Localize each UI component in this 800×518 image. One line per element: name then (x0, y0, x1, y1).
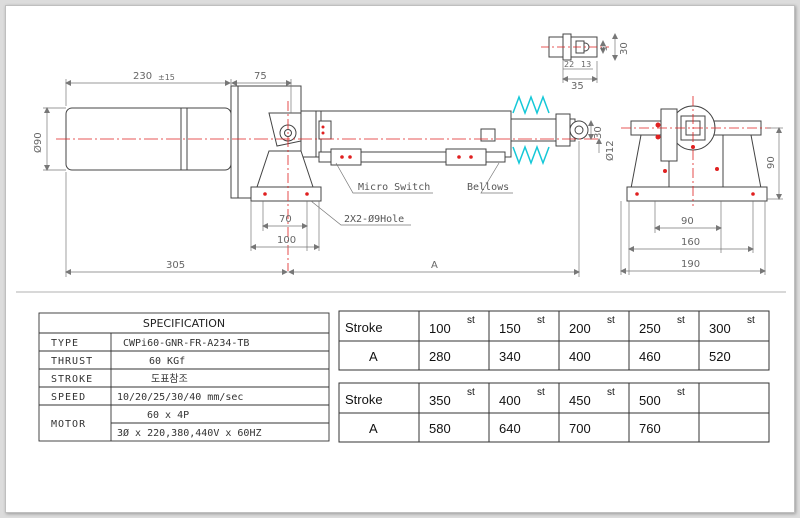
spec-value-motor-1: 60 x 4P (147, 410, 189, 421)
a-value: 280 (429, 349, 451, 364)
side-view (626, 105, 768, 202)
dim-100: 100 (277, 235, 296, 246)
spec-value-stroke: 도표참조 (151, 373, 188, 385)
bellows-front (512, 94, 550, 166)
stroke-table-2-stroke-label: Stroke (345, 392, 383, 407)
dim-diameter-90: Ø90 (32, 132, 44, 153)
a-value: 760 (639, 421, 661, 436)
dim-clevis-5: 5 (600, 46, 609, 51)
technical-drawing: 230 ±15 75 Ø90 70 100 305 A 30 Ø12 Micro… (16, 33, 786, 443)
stroke-unit: st (537, 315, 545, 326)
stroke-value: 350 (429, 393, 451, 408)
micro-switch-block-1 (330, 148, 362, 166)
stroke-value: 450 (569, 393, 591, 408)
a-value: 520 (709, 349, 731, 364)
dim-side-90-width: 90 (681, 216, 694, 227)
callout-micro-switch: Micro Switch (358, 182, 430, 193)
dim-rod-dia12: Ø12 (604, 140, 616, 161)
stroke-value: 500 (639, 393, 661, 408)
front-dimensions (43, 79, 602, 277)
a-value: 640 (499, 421, 521, 436)
stroke-value: 300 (709, 321, 731, 336)
specification-table (38, 312, 330, 442)
callout-leaders (310, 162, 513, 226)
side-dimensions (620, 127, 783, 275)
dim-clevis-22: 22 (564, 60, 574, 69)
a-value: 400 (569, 349, 591, 364)
stroke-unit: st (677, 387, 685, 398)
stroke-unit: st (467, 315, 475, 326)
clevis-dimensions (562, 33, 618, 83)
micro-switch-block-2 (445, 148, 487, 166)
a-value: 460 (639, 349, 661, 364)
dim-230: 230 (133, 71, 152, 82)
stroke-value: 150 (499, 321, 521, 336)
dim-side-160: 160 (681, 237, 700, 248)
callout-hole: 2X2-Ø9Hole (344, 213, 404, 225)
spec-label-motor: MOTOR (51, 419, 86, 430)
drawing-frame: 230 ±15 75 Ø90 70 100 305 A 30 Ø12 Micro… (5, 5, 795, 513)
spec-label-type: TYPE (51, 338, 79, 349)
stroke-unit: st (537, 387, 545, 398)
stroke-table-1-stroke-label: Stroke (345, 320, 383, 335)
stroke-table-1-a-label: A (369, 349, 378, 364)
dim-230-tolerance: ±15 (158, 73, 175, 82)
dim-clevis-35: 35 (571, 81, 584, 92)
stroke-unit: st (607, 387, 615, 398)
spec-label-stroke: STROKE (51, 374, 93, 385)
front-dimension-text: 230 ±15 75 Ø90 70 100 305 A 30 Ø12 (32, 71, 616, 271)
spec-value-type: CWPi60-GNR-FR-A234-TB (123, 338, 249, 349)
front-view (65, 85, 589, 202)
a-value: 580 (429, 421, 451, 436)
spec-label-speed: SPEED (51, 392, 86, 403)
dim-side-90-height: 90 (766, 156, 777, 169)
a-value: 700 (569, 421, 591, 436)
spec-label-thrust: THRUST (51, 356, 93, 367)
stroke-unit: st (467, 387, 475, 398)
dim-clevis-30: 30 (619, 42, 630, 55)
stroke-value: 400 (499, 393, 521, 408)
spec-rows: TYPE CWPi60-GNR-FR-A234-TB THRUST 60 KGf… (51, 338, 262, 439)
stroke-unit: st (747, 315, 755, 326)
spec-title: SPECIFICATION (143, 317, 225, 330)
stroke-value: 200 (569, 321, 591, 336)
spec-value-thrust: 60 KGf (149, 356, 185, 367)
dim-A: A (431, 260, 438, 271)
dim-75: 75 (254, 71, 267, 82)
spec-value-speed: 10/20/25/30/40 mm/sec (117, 392, 243, 403)
stroke-tables: StrokeA100st280150st340200st400250st4603… (338, 310, 770, 443)
switch-rail (318, 151, 506, 163)
dim-rod-30: 30 (593, 126, 604, 139)
front-markers (263, 125, 473, 196)
dim-clevis-13: 13 (581, 60, 591, 69)
spec-value-motor-2: 3Ø x 220,380,440V x 60HZ (117, 427, 262, 439)
callout-bellows: Bellows (467, 182, 509, 193)
dim-305: 305 (166, 260, 185, 271)
stroke-value: 250 (639, 321, 661, 336)
stroke-value: 100 (429, 321, 451, 336)
stroke-unit: st (607, 315, 615, 326)
stroke-table-2-a-label: A (369, 421, 378, 436)
dim-side-190: 190 (681, 259, 700, 270)
a-value: 340 (499, 349, 521, 364)
stroke-unit: st (677, 315, 685, 326)
dim-70: 70 (279, 214, 292, 225)
